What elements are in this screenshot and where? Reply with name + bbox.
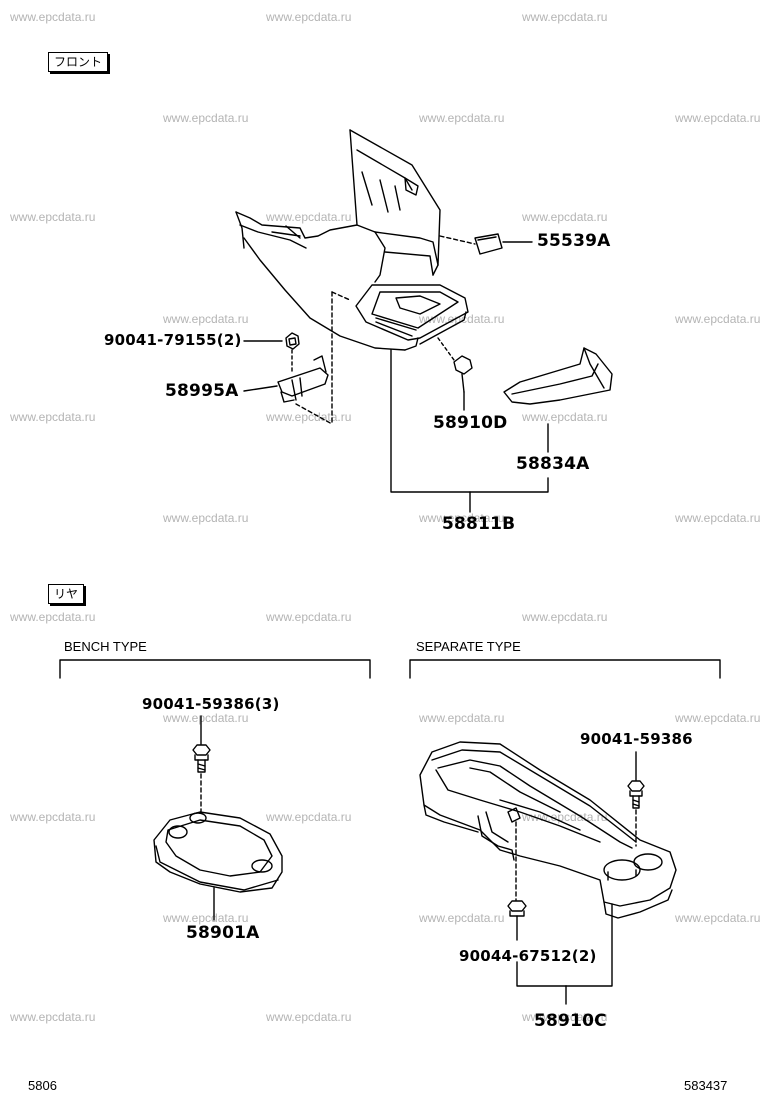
watermark: www.epcdata.ru xyxy=(163,312,249,326)
section-tag-front: フロント xyxy=(48,52,109,72)
watermark: www.epcdata.ru xyxy=(675,511,760,525)
watermark: www.epcdata.ru xyxy=(419,312,505,326)
watermark: www.epcdata.ru xyxy=(675,111,760,125)
watermark: www.epcdata.ru xyxy=(10,1010,96,1024)
part-label-58811B[interactable]: 58811B xyxy=(442,514,516,534)
watermark: www.epcdata.ru xyxy=(419,711,505,725)
watermark: www.epcdata.ru xyxy=(675,911,760,925)
part-label-58910C[interactable]: 58910C xyxy=(534,1011,607,1031)
footer-right-code: 583437 xyxy=(684,1078,728,1093)
part-label-90044-67512[interactable]: 90044-67512(2) xyxy=(459,947,597,965)
watermark: www.epcdata.ru xyxy=(675,312,760,326)
watermark: www.epcdata.ru xyxy=(522,210,608,224)
part-label-58910D[interactable]: 58910D xyxy=(433,413,508,433)
bench-type-drawing xyxy=(153,715,283,921)
watermark: www.epcdata.ru xyxy=(266,810,352,824)
part-label-58901A[interactable]: 58901A xyxy=(186,923,260,943)
watermark: www.epcdata.ru xyxy=(163,111,249,125)
watermark: www.epcdata.ru xyxy=(522,10,608,24)
watermark: www.epcdata.ru xyxy=(10,210,96,224)
watermark: www.epcdata.ru xyxy=(675,711,760,725)
part-label-90041-59386[interactable]: 90041-59386 xyxy=(580,730,693,748)
section-tag-rear: リヤ xyxy=(48,584,85,604)
separate-type-drawing xyxy=(419,741,677,1005)
watermark: www.epcdata.ru xyxy=(10,610,96,624)
watermark: www.epcdata.ru xyxy=(419,911,505,925)
watermark: www.epcdata.ru xyxy=(163,911,249,925)
separate-type-bracket xyxy=(409,659,721,679)
bench-type-label: BENCH TYPE xyxy=(64,639,147,654)
front-console-drawing xyxy=(235,129,613,513)
part-label-90041-59386-qty3[interactable]: 90041-59386(3) xyxy=(142,695,280,713)
watermark: www.epcdata.ru xyxy=(419,111,505,125)
footer-left-code: 5806 xyxy=(28,1078,57,1093)
watermark: www.epcdata.ru xyxy=(266,610,352,624)
watermark: www.epcdata.ru xyxy=(266,410,352,424)
part-label-58834A[interactable]: 58834A xyxy=(516,454,590,474)
watermark: www.epcdata.ru xyxy=(10,10,96,24)
watermark: www.epcdata.ru xyxy=(522,610,608,624)
watermark: www.epcdata.ru xyxy=(522,1010,608,1024)
watermark: www.epcdata.ru xyxy=(266,10,352,24)
watermark: www.epcdata.ru xyxy=(163,711,249,725)
part-label-55539A[interactable]: 55539A xyxy=(537,231,611,251)
watermark: www.epcdata.ru xyxy=(163,511,249,525)
part-label-90041-79155[interactable]: 90041-79155(2) xyxy=(104,331,242,349)
watermark: www.epcdata.ru xyxy=(266,1010,352,1024)
watermark: www.epcdata.ru xyxy=(522,410,608,424)
watermark: www.epcdata.ru xyxy=(10,410,96,424)
watermark: www.epcdata.ru xyxy=(266,210,352,224)
part-label-58995A[interactable]: 58995A xyxy=(165,381,239,401)
bench-type-bracket xyxy=(59,659,371,679)
watermark: www.epcdata.ru xyxy=(419,511,505,525)
watermark: www.epcdata.ru xyxy=(10,810,96,824)
separate-type-label: SEPARATE TYPE xyxy=(416,639,521,654)
